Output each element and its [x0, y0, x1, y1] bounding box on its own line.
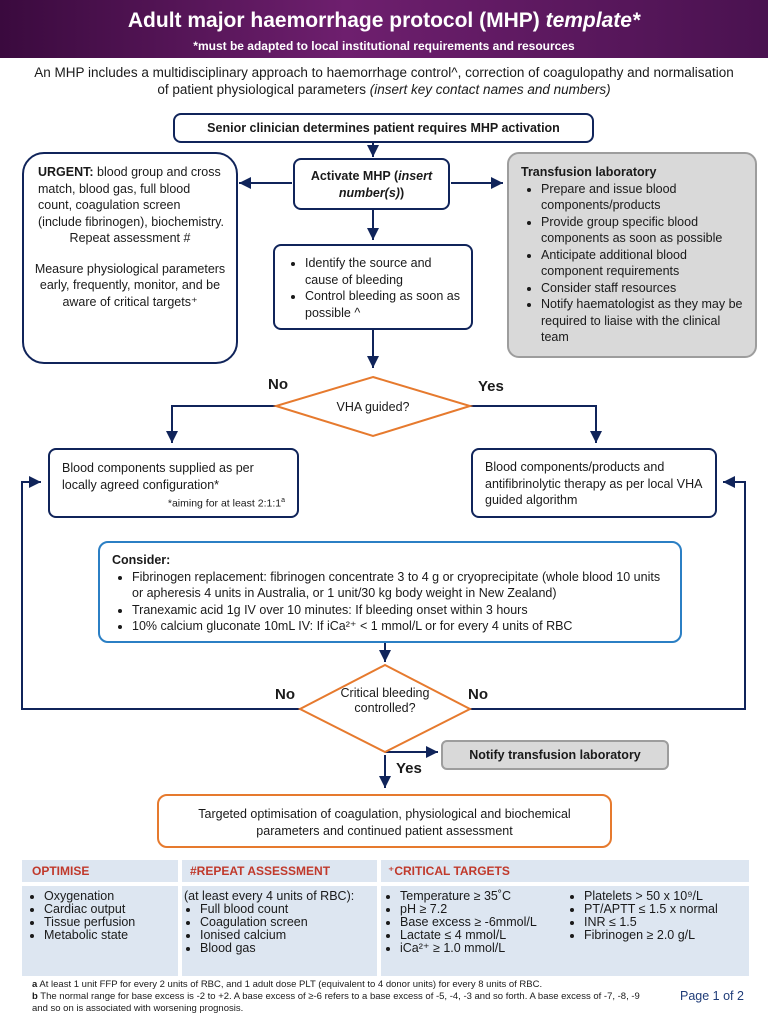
header-banner: Adult major haemorrhage protocol (MHP) t… [0, 0, 768, 58]
blood-components-config-box: Blood components supplied as per locally… [48, 448, 299, 518]
critical-targets-list-2: Platelets > 50 x 10⁹/L PT/APTT ≤ 1.5 x n… [568, 890, 748, 942]
critical-targets-header: ⁺CRITICAL TARGETS [388, 864, 510, 878]
transfusion-lab-box: Transfusion laboratory Prepare and issue… [507, 152, 757, 358]
consider-item: Tranexamic acid 1g IV over 10 minutes: I… [132, 602, 668, 619]
critical-question: Critical bleeding controlled? [340, 686, 430, 715]
vha-algorithm-box: Blood components/products and antifibrin… [471, 448, 717, 518]
critical-no-left-label: No [275, 686, 295, 703]
vha-question: VHA guided? [336, 400, 410, 414]
consider-box: Consider: Fibrinogen replacement: fibrin… [98, 541, 682, 643]
identify-item: Control bleeding as soon as possible ^ [305, 288, 461, 321]
vha-no-label: No [268, 376, 288, 393]
repeat-assessment-list: (at least every 4 units of RBC): Full bl… [184, 890, 374, 955]
transfusion-lab-title: Transfusion laboratory [521, 165, 657, 179]
page-subtitle: *must be adapted to local institutional … [193, 39, 575, 53]
critical-yes-label: Yes [396, 760, 422, 777]
lab-item: Anticipate additional blood component re… [541, 247, 743, 280]
urgent-box: URGENT: blood group and cross match, blo… [22, 152, 238, 364]
consider-item: 10% calcium gluconate 10mL IV: If iCa²⁺ … [132, 618, 668, 635]
activate-mhp-box: Activate MHP (insert number(s)) [293, 158, 450, 210]
lab-item: Consider staff resources [541, 280, 743, 297]
critical-decision-diamond [297, 663, 473, 754]
critical-no-right-label: No [468, 686, 488, 703]
intro-text: An MHP includes a multidisciplinary appr… [34, 65, 734, 97]
lab-item: Notify haematologist as they may be requ… [541, 296, 743, 346]
vha-decision-diamond [272, 375, 474, 438]
consider-title: Consider: [112, 553, 171, 567]
lab-item: Prepare and issue blood components/produ… [541, 181, 743, 214]
identify-item: Identify the source and cause of bleedin… [305, 255, 461, 288]
consider-item: Fibrinogen replacement: fibrinogen conce… [132, 569, 668, 602]
identify-bleeding-box: Identify the source and cause of bleedin… [273, 244, 473, 330]
footnotes: a At least 1 unit FFP for every 2 units … [32, 979, 640, 1015]
targeted-optimisation-box: Targeted optimisation of coagulation, ph… [157, 794, 612, 848]
targets-table: OPTIMISE #REPEAT ASSESSMENT ⁺CRITICAL TA… [22, 860, 749, 976]
vha-yes-label: Yes [478, 378, 504, 395]
lab-item: Provide group specific blood components … [541, 214, 743, 247]
optimise-header: OPTIMISE [32, 864, 90, 878]
page-title: Adult major haemorrhage protocol (MHP) t… [127, 9, 641, 32]
senior-clinician-box: Senior clinician determines patient requ… [173, 113, 594, 143]
repeat-assessment-header: #REPEAT ASSESSMENT [190, 864, 331, 878]
critical-targets-list-1: Temperature ≥ 35˚C pH ≥ 7.2 Base excess … [384, 890, 564, 955]
optimise-list: Oxygenation Cardiac output Tissue perfus… [28, 890, 176, 942]
notify-lab-box: Notify transfusion laboratory [441, 740, 669, 770]
footnote-a: a At least 1 unit FFP for every 2 units … [32, 979, 543, 990]
footnote-b: b The normal range for base excess is -2… [32, 991, 640, 1014]
page-number: Page 1 of 2 [680, 989, 744, 1003]
